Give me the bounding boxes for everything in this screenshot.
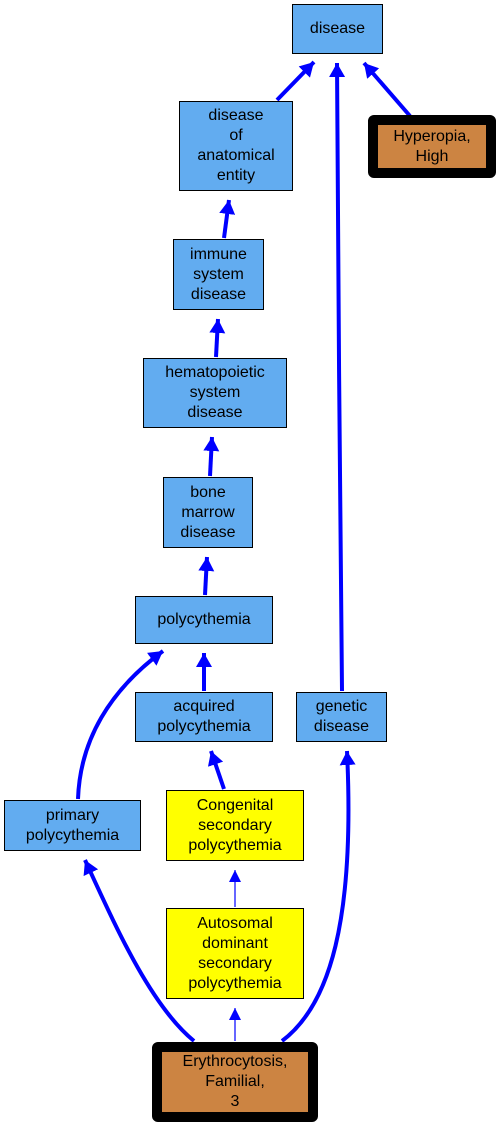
node-label-line: polycythemia [188,836,282,854]
node-label-line: system [193,265,244,283]
node-label-line: marrow [181,503,235,521]
node-polycythemia[interactable]: polycythemia [135,596,273,644]
node-congenital-secondary-polycythemia[interactable]: Congenital secondary polycythemia [166,790,304,861]
edge-primary-polycythemia-to-polycythemia [76,649,165,800]
node-hyperopia-high[interactable]: Hyperopia, High [368,115,496,178]
node-erythrocytosis-familial-3[interactable]: Erythrocytosis, Familial, 3 [152,1042,318,1122]
edge-immune-system-disease-to-disease-of-anatomical-entity [219,199,236,239]
node-label-line: secondary [198,816,272,834]
node-label-line: Congenital [196,796,274,814]
node-label-line: polycythemia [25,826,120,844]
edge-genetic-disease-to-disease [329,62,346,692]
node-label-line: immune [190,245,247,263]
node-label-line: disease [180,523,236,541]
node-label-line: acquired [173,698,235,715]
node-label-line: High [415,147,449,165]
node-label-line: Autosomal [197,914,273,932]
edge-bone-marrow-disease-to-hematopoietic-system-disease [203,436,220,477]
node-autosomal-dominant-secondary-polycythemia[interactable]: Autosomal dominant secondary polycythemia [166,908,304,999]
node-immune-system-disease[interactable]: immune system disease [173,239,264,310]
node-label-line: 3 [230,1093,240,1110]
edge-polycythemia-to-bone-marrow-disease [198,556,215,596]
node-hematopoietic-system-disease[interactable]: hematopoietic system disease [143,358,287,428]
node-label-line: disease [190,285,247,303]
node-label-line: polycythemia [188,974,282,992]
node-label-line: polycythemia [157,611,251,628]
node-genetic-disease[interactable]: genetic disease [296,692,387,742]
node-label-line: disease [208,107,264,124]
node-label-line: secondary [198,954,272,972]
node-label-line: disease [313,718,370,735]
edge-hyperopia-high-to-disease [362,61,412,118]
node-label-line: of [229,127,243,144]
node-label-line: Familial, [205,1073,265,1090]
node-bone-marrow-disease[interactable]: bone marrow disease [163,477,253,548]
node-primary-polycythemia[interactable]: primary polycythemia [4,800,141,851]
node-label-line: dominant [202,934,268,952]
node-label-line: system [189,384,241,401]
edge-erythrocytosis-familial-3-to-genetic-disease [280,750,356,1043]
node-label-line: Hyperopia, [393,127,471,145]
node-label-line: entity [216,167,256,184]
node-acquired-polycythemia[interactable]: acquired polycythemia [135,692,273,742]
node-disease[interactable]: disease [292,4,383,54]
node-label-line: bone [190,483,226,501]
node-label-line: Erythrocytosis, [182,1053,288,1070]
node-label-line: disease [187,404,243,421]
node-label-line: primary [45,806,100,824]
edge-disease-of-anatomical-entity-to-disease [275,60,316,102]
edge-erythrocytosis-familial-3-to-primary-polycythemia [83,859,196,1043]
node-label-line: disease [309,20,366,37]
edge-layer [76,60,412,1043]
node-label-line: polycythemia [157,718,251,735]
edge-hematopoietic-system-disease-to-immune-system-disease [209,318,226,358]
edge-congenital-secondary-polycythemia-to-acquired-polycythemia [207,750,226,790]
node-label-line: hematopoietic [165,364,265,381]
node-disease-of-anatomical-entity[interactable]: disease of anatomical entity [179,101,293,191]
node-label-line: genetic [315,698,368,715]
node-label-line: anatomical [197,147,275,164]
